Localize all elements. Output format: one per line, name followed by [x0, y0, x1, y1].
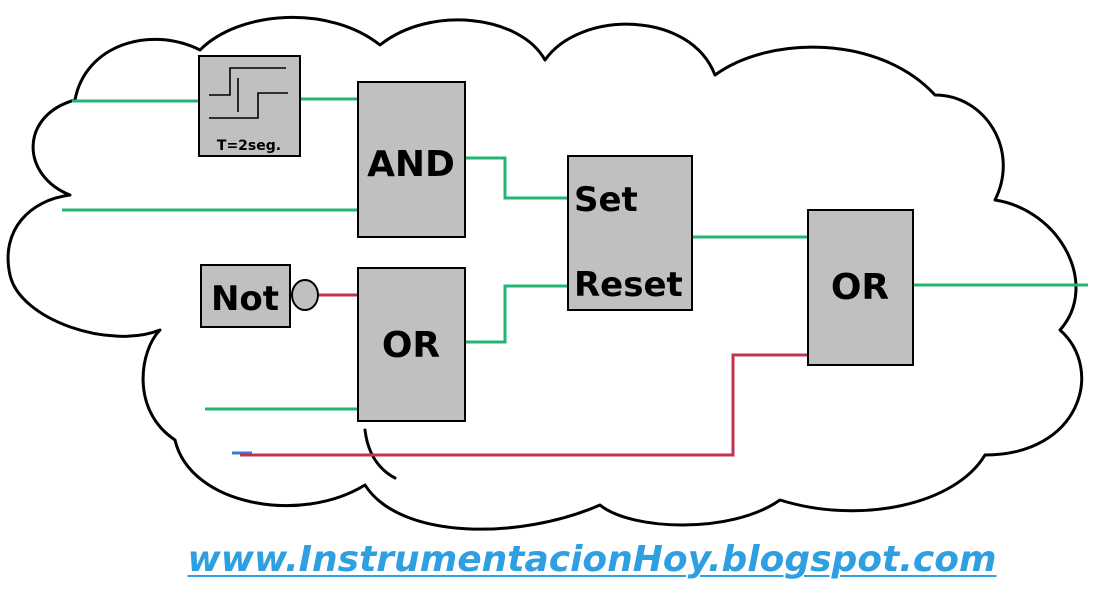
- cloud-inner-arc-bottom: [363, 428, 397, 480]
- or-gate-2-label: OR: [831, 267, 889, 308]
- set-reset-box: [567, 155, 693, 311]
- or-gate-2-box: [807, 209, 914, 366]
- and-gate-box: [357, 81, 466, 238]
- timer-box: [198, 55, 301, 157]
- wire-or-reset: [465, 284, 568, 344]
- wire-feedback: [240, 353, 808, 457]
- set-label: Set: [574, 180, 638, 220]
- cloud-outline: [6, 15, 1084, 531]
- timer-label: T=2seg.: [217, 138, 281, 154]
- inversion-bubble: [291, 279, 319, 311]
- not-gate-block: Not: [200, 264, 319, 328]
- and-gate-block: AND: [357, 81, 466, 238]
- wire-and-set: [465, 156, 568, 200]
- or-gate-2-block: OR: [807, 209, 914, 366]
- or-gate-1-label: OR: [382, 325, 440, 366]
- timer-block: T=2seg.: [198, 55, 301, 157]
- cloud-background: [6, 15, 1084, 531]
- inverted-wires: [240, 293, 808, 457]
- blog-url-link[interactable]: www.InstrumentacionHoy.blogspot.com: [187, 539, 997, 580]
- signal-wires: [62, 97, 1088, 455]
- or-gate-1-block: OR: [357, 267, 466, 422]
- and-gate-label: AND: [367, 144, 455, 185]
- reset-label: Reset: [574, 265, 683, 305]
- or-gate-1-box: [357, 267, 466, 422]
- set-reset-block: Set Reset: [567, 155, 693, 311]
- not-gate-label: Not: [211, 279, 279, 319]
- step-delay-icon: [209, 67, 288, 119]
- not-gate-box: [200, 264, 291, 328]
